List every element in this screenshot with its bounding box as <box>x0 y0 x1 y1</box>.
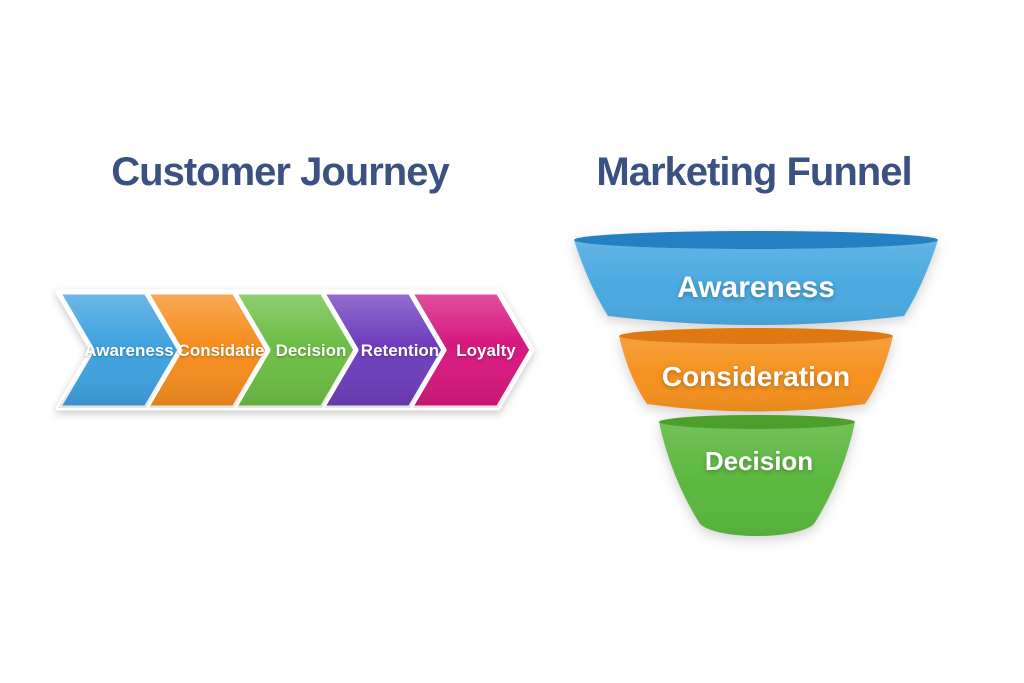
chevron-shine <box>58 292 180 408</box>
customer-journey-diagram: Awareness Considatie Decision Retention … <box>55 289 535 411</box>
chevron-shine <box>234 292 356 408</box>
funnel-stage-decision: Decision <box>659 415 855 536</box>
funnel-stage-label: Consideration <box>662 361 850 392</box>
funnel-stage-shine <box>659 422 855 536</box>
customer-journey-title: Customer Journey <box>111 150 449 194</box>
funnel-stage-label: Decision <box>705 446 813 476</box>
journey-step-awareness <box>55 289 183 411</box>
funnel-stage-rim <box>619 328 893 344</box>
funnel-stage-rim <box>659 415 855 429</box>
funnel-stage-awareness: Awareness <box>574 231 938 325</box>
funnel-stage-label: Awareness <box>677 271 835 304</box>
funnel-stage-consideration: Consideration <box>619 328 893 412</box>
marketing-funnel-diagram: Awareness Consideration Decision <box>574 231 938 536</box>
chevron-shine <box>322 292 444 408</box>
funnel-stage-shine <box>619 336 893 412</box>
journey-step-label: Decision <box>276 341 347 360</box>
journey-step-label: Awareness <box>84 341 173 360</box>
chevron-shine <box>410 292 532 408</box>
journey-step-retention <box>319 289 447 411</box>
journey-step-label: Considatie <box>178 341 265 360</box>
funnel-stage-shine <box>574 240 938 325</box>
chevron-shine <box>146 292 268 408</box>
journey-step-considatie <box>143 289 271 411</box>
funnel-stage-rim <box>574 231 938 249</box>
journey-step-label: Retention <box>361 341 439 360</box>
marketing-funnel-title: Marketing Funnel <box>596 150 912 194</box>
journey-step-loyalty <box>407 289 535 411</box>
journey-step-label: Loyalty <box>456 341 516 360</box>
